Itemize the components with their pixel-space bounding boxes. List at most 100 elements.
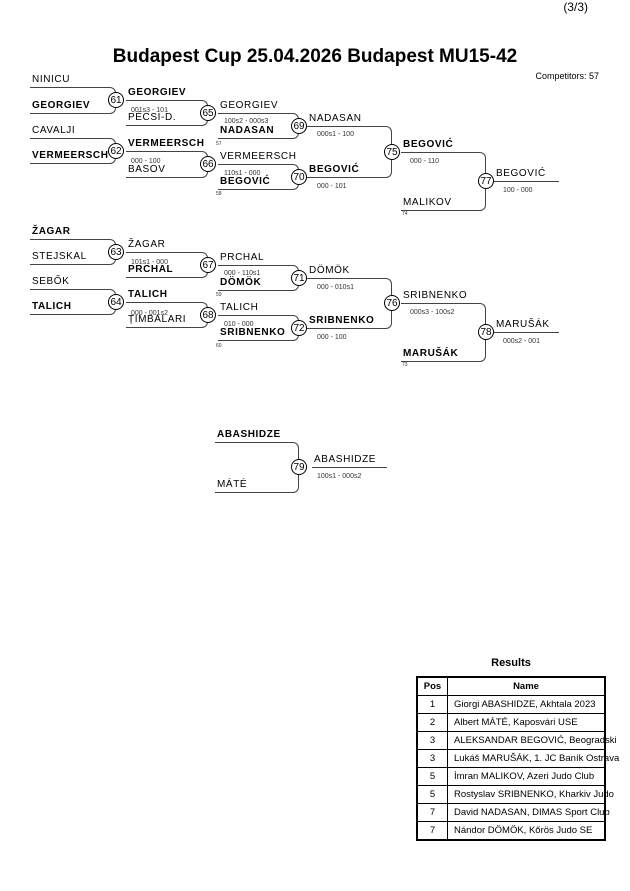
competitor-slot: GEORGIEV — [126, 86, 202, 101]
competitor-slot: DÖMÖK — [218, 276, 293, 291]
match-score: 100s2 - 000s3 — [224, 118, 269, 125]
competitor-slot: NADASAN — [218, 124, 293, 139]
match-number: 68 — [200, 306, 216, 323]
competitor-slot: VERMEERSCH — [30, 149, 110, 164]
match-number: 62 — [108, 142, 124, 159]
competitor-slot: BEGOVIĆ — [401, 138, 480, 153]
result-pos: 7 — [416, 821, 448, 841]
result-name: İmran MALIKOV, Azeri Judo Club — [447, 767, 606, 786]
match-number: 79 — [291, 459, 307, 475]
match-number: 76 — [384, 295, 400, 311]
competitor-slot: ABASHIDZE — [215, 428, 293, 443]
match-number: 61 — [108, 92, 124, 108]
result-name: Lukáš MARUŠÁK, 1. JC Baník Ostrava — [447, 749, 619, 768]
competitor-slot: PRCHAL — [218, 251, 293, 266]
result-name: Nándor DÖMÖK, Kőrös Judo SE — [447, 821, 606, 841]
match-reference: 57 — [216, 141, 222, 147]
competitor-slot: MARUŠÁK — [494, 318, 559, 333]
competitor-slot: SEBŐK — [30, 275, 110, 290]
match-number: 69 — [291, 117, 307, 134]
match-number: 63 — [108, 243, 124, 260]
competitor-slot: PRCHAL — [126, 263, 202, 278]
result-pos: 1 — [416, 695, 448, 714]
competitor-slot: MALIKOV — [401, 196, 480, 211]
competitor-slot: PÉCSI-D. — [126, 111, 202, 126]
competitor-slot: BEGOVIĆ — [494, 167, 559, 182]
match-number: 67 — [200, 256, 216, 273]
pos-header: Pos — [416, 676, 448, 696]
competitor-slot: STEJSKAL — [30, 250, 110, 265]
match-score: 000 - 100 — [317, 334, 347, 341]
page-number: (3/3) — [563, 0, 588, 14]
competitor-slot: NADASAN — [307, 112, 386, 127]
results-title: Results — [491, 657, 531, 669]
match-number: 64 — [108, 293, 124, 310]
competitor-slot: BEGOVIĆ — [218, 175, 293, 190]
competitor-slot: SRIBNENKO — [307, 314, 386, 329]
competitors-count: Competitors: 57 — [535, 71, 599, 81]
match-score: 100 - 000 — [503, 187, 533, 194]
competitor-slot: BEGOVIĆ — [307, 163, 386, 178]
page-title: Budapest Cup 25.04.2026 Budapest MU15-42 — [112, 46, 518, 67]
result-pos: 5 — [416, 767, 448, 786]
match-score: 000 - 001s2 — [131, 310, 168, 317]
competitor-slot: VERMEERSCH — [126, 137, 204, 152]
match-number: 77 — [478, 173, 494, 189]
match-score: 000 - 101 — [317, 183, 347, 190]
result-pos: 3 — [416, 731, 448, 750]
result-name: Albert MÁTÉ, Kaposvári USE — [447, 713, 606, 732]
match-reference: 60 — [216, 343, 222, 349]
competitor-slot: TALICH — [30, 300, 110, 315]
match-score: 000s1 - 100 — [317, 131, 354, 138]
result-pos: 3 — [416, 749, 448, 768]
competitor-slot: SRIBNENKO — [218, 326, 293, 341]
competitor-slot: TALICH — [218, 301, 293, 316]
results-header-row: Pos Name — [416, 676, 606, 696]
result-name: David NADASAN, DIMAS Sport Club — [447, 803, 610, 822]
match-number: 78 — [478, 324, 494, 340]
match-score: 101s1 - 000 — [131, 259, 168, 266]
competitor-slot: GEORGIEV — [218, 99, 293, 114]
match-score: 000 - 010s1 — [317, 284, 354, 291]
match-reference: 73 — [402, 362, 408, 368]
match-number: 71 — [291, 269, 307, 286]
result-name: Giorgi ABASHIDZE, Akhtala 2023 — [447, 695, 606, 714]
competitor-slot: VERMEERSCH — [218, 150, 296, 165]
match-number: 65 — [200, 104, 216, 121]
result-name: ALEKSANDAR BEGOVIĆ, Beogradski — [447, 731, 617, 750]
competitor-slot: CAVALJI — [30, 124, 110, 139]
competitor-slot: MÁTÉ — [215, 478, 293, 493]
result-name: Rostyslav SRIBNENKO, Kharkiv Judo — [447, 785, 614, 804]
competitor-slot: ŽAGAR — [30, 225, 110, 240]
match-score: 000 - 110 — [410, 158, 440, 165]
match-reference: 58 — [216, 191, 222, 197]
match-reference: 74 — [402, 211, 408, 217]
match-score: 010 - 000 — [224, 321, 254, 328]
competitor-slot: BASOV — [126, 163, 202, 178]
match-score: 000s3 - 100s2 — [410, 309, 455, 316]
match-number: 66 — [200, 156, 216, 172]
competitor-slot: MARUŠÁK — [401, 347, 480, 362]
match-score: 110s1 - 000 — [224, 170, 261, 177]
name-header: Name — [447, 676, 606, 696]
match-number: 72 — [291, 319, 307, 336]
result-pos: 2 — [416, 713, 448, 732]
competitor-slot: GEORGIEV — [30, 99, 110, 114]
match-score: 000 - 110s1 — [224, 270, 261, 277]
match-reference: 59 — [216, 292, 222, 298]
match-score: 001s3 - 101 — [131, 107, 168, 114]
competitor-slot: DÖMÖK — [307, 264, 386, 279]
competitor-slot: SRIBNENKO — [401, 289, 480, 304]
match-score: 000s2 - 001 — [503, 338, 540, 345]
match-number: 70 — [291, 168, 307, 185]
match-score: 000 - 100 — [131, 158, 161, 165]
